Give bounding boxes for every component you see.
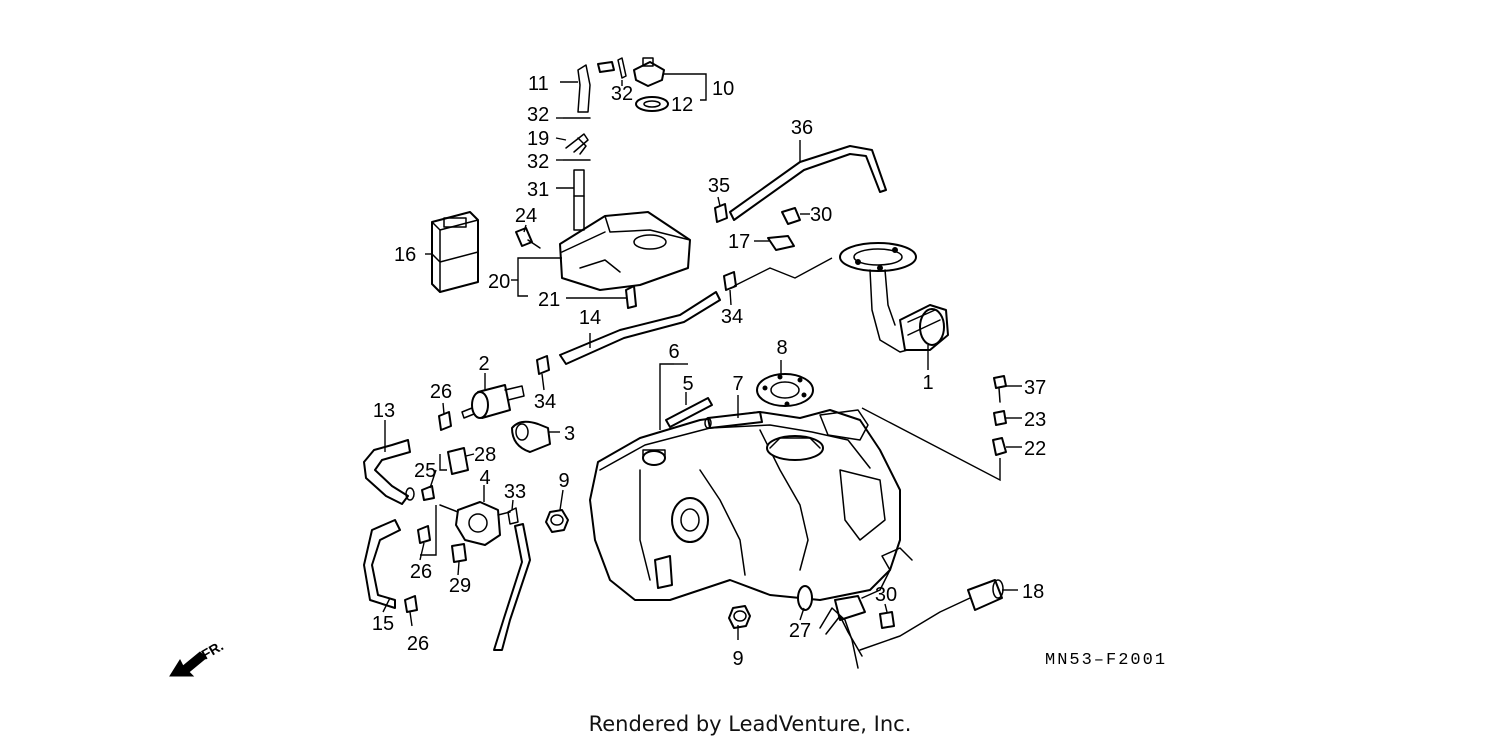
charcoal-canister <box>431 211 479 293</box>
callout-6: 6 <box>668 341 679 363</box>
hose-15 <box>363 519 401 609</box>
callout-23: 23 <box>1024 409 1046 431</box>
callout-27: 27 <box>789 620 811 642</box>
valve-29 <box>451 543 467 563</box>
callout-2: 2 <box>478 353 489 375</box>
clip-25 <box>421 485 435 501</box>
callout-32-c: 32 <box>527 151 549 173</box>
callout-12: 12 <box>671 94 693 116</box>
callout-20: 20 <box>488 271 510 293</box>
callout-5: 5 <box>682 373 693 395</box>
callout-10: 10 <box>712 78 734 100</box>
clip-34-b <box>723 271 737 291</box>
callout-31: 31 <box>527 179 549 201</box>
clip-17 <box>767 235 795 251</box>
callout-24: 24 <box>515 205 537 227</box>
nut-30-b <box>879 611 895 629</box>
clip-26-b <box>417 525 431 544</box>
grommet-9-b <box>728 605 751 629</box>
hose-36 <box>729 145 887 221</box>
clip-26-c <box>404 595 418 613</box>
callout-13: 13 <box>373 400 395 422</box>
callout-4: 4 <box>479 467 490 489</box>
callout-26-c: 26 <box>407 633 429 655</box>
nut-30-a <box>781 207 801 225</box>
footer-credit: Rendered by LeadVenture, Inc. <box>588 712 912 736</box>
rubber-21 <box>625 285 637 309</box>
tube-19 <box>565 133 589 155</box>
clip-34-a <box>536 355 550 375</box>
clip-26-a <box>438 411 452 431</box>
clip-28 <box>447 447 469 475</box>
callout-9-top: 9 <box>558 470 569 492</box>
callout-33: 33 <box>504 481 526 503</box>
collar-23 <box>993 410 1007 426</box>
clip-33 <box>507 507 519 525</box>
callout-26-a: 26 <box>430 381 452 403</box>
grommet-9-a <box>545 509 569 533</box>
callout-labels: 1 2 3 4 5 6 7 8 9 9 10 11 12 13 14 15 16… <box>199 73 1167 670</box>
bolt-24 <box>515 227 541 249</box>
callout-1: 1 <box>922 372 933 394</box>
callout-11: 11 <box>528 73 549 95</box>
callout-8: 8 <box>776 337 787 359</box>
fuel-gauge-sender <box>819 547 1004 669</box>
callout-30-top: 30 <box>810 204 832 226</box>
front-direction-arrow-icon <box>169 651 207 677</box>
callout-22: 22 <box>1024 438 1046 460</box>
setting-plate <box>756 373 814 407</box>
rubber-cap <box>511 420 551 453</box>
callout-30-bottom: 30 <box>875 584 897 606</box>
callout-19: 19 <box>527 128 549 150</box>
tube-7 <box>704 411 763 429</box>
bolt-37 <box>993 375 1007 403</box>
hose-13 <box>363 439 415 505</box>
callout-36: 36 <box>791 117 813 139</box>
callout-29: 29 <box>449 575 471 597</box>
separator-20 <box>559 211 691 291</box>
fuel-filter <box>461 384 525 419</box>
tank-spacer <box>665 397 713 428</box>
callout-9-bottom: 9 <box>732 648 743 670</box>
callout-21: 21 <box>538 289 560 311</box>
callout-7: 7 <box>732 373 743 395</box>
tube-31 <box>573 169 585 231</box>
breather-tube-11 <box>577 57 627 113</box>
collar-22 <box>992 437 1007 456</box>
callout-14: 14 <box>579 307 601 329</box>
callout-32-b: 32 <box>527 104 549 126</box>
callout-35: 35 <box>708 175 730 197</box>
callout-34-left: 34 <box>534 391 556 413</box>
callout-37: 37 <box>1024 377 1046 399</box>
callout-15: 15 <box>372 613 394 635</box>
callout-32-a: 32 <box>611 83 633 105</box>
callout-34-right: 34 <box>721 306 743 328</box>
fuel-pump-assembly <box>839 242 949 353</box>
leader-lines <box>382 73 1022 640</box>
fuel-unit <box>439 501 511 546</box>
callout-28: 28 <box>474 444 496 466</box>
callout-17: 17 <box>728 231 750 253</box>
hose-14 <box>559 291 721 365</box>
diagram-code: MN53–F2001 <box>1045 651 1167 670</box>
clip-35 <box>714 203 728 223</box>
callout-25: 25 <box>414 460 436 482</box>
callout-16: 16 <box>394 244 416 266</box>
callout-3: 3 <box>564 423 575 445</box>
fuel-tank <box>589 409 901 601</box>
fuel-filler-cap <box>633 57 669 112</box>
callout-18: 18 <box>1022 581 1044 603</box>
callout-26-b: 26 <box>410 561 432 583</box>
hose-33 <box>493 523 531 651</box>
o-ring-27 <box>797 585 813 611</box>
